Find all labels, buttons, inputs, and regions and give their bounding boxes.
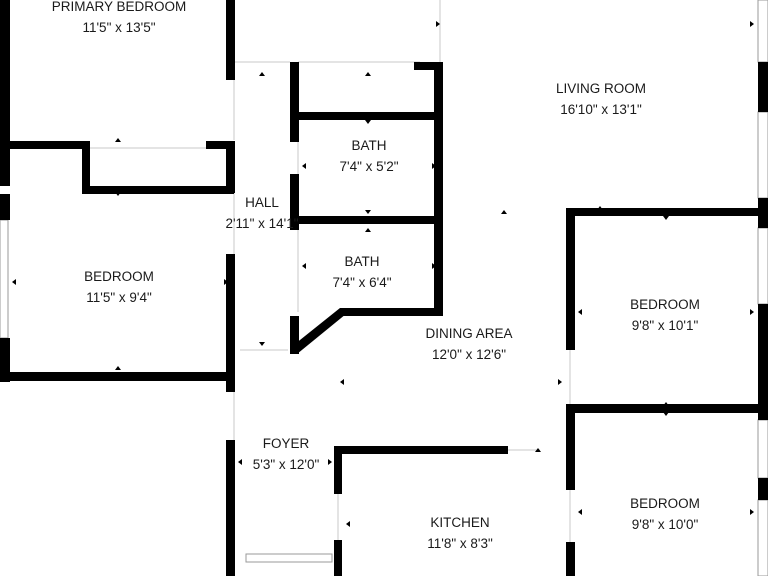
room-dims: 7'4" x 6'4" bbox=[332, 275, 391, 290]
room-hall: HALL 2'11" x 14'1" bbox=[225, 195, 298, 231]
room-bath-1: BATH 7'4" x 5'2" bbox=[339, 138, 398, 174]
room-name: BEDROOM bbox=[630, 496, 700, 511]
room-living-room: LIVING ROOM 16'10" x 13'1" bbox=[556, 81, 646, 117]
room-dims: 7'4" x 5'2" bbox=[339, 159, 398, 174]
room-foyer: FOYER 5'3" x 12'0" bbox=[253, 436, 320, 472]
room-name: HALL bbox=[245, 195, 279, 210]
room-kitchen: KITCHEN 11'8" x 8'3" bbox=[427, 515, 493, 551]
room-bedroom-right-upper: BEDROOM 9'8" x 10'1" bbox=[630, 297, 700, 333]
room-primary-bedroom: PRIMARY BEDROOM 11'5" x 13'5" bbox=[52, 0, 187, 35]
room-bedroom-left: BEDROOM 11'5" x 9'4" bbox=[84, 269, 154, 305]
room-dims: 11'8" x 8'3" bbox=[427, 536, 493, 551]
room-dims: 16'10" x 13'1" bbox=[560, 102, 642, 117]
window-foyer bbox=[245, 553, 333, 563]
room-name: BEDROOM bbox=[630, 297, 700, 312]
window-left bbox=[0, 219, 9, 339]
window-right-bottom bbox=[757, 499, 768, 576]
room-dims: 9'8" x 10'1" bbox=[632, 318, 699, 333]
room-name: KITCHEN bbox=[430, 515, 489, 530]
room-name: BEDROOM bbox=[84, 269, 154, 284]
room-dims: 9'8" x 10'0" bbox=[632, 517, 699, 532]
room-name: LIVING ROOM bbox=[556, 81, 646, 96]
room-name: BATH bbox=[344, 254, 379, 269]
room-name: FOYER bbox=[263, 436, 310, 451]
window-right-top bbox=[757, 0, 768, 63]
room-dims: 11'5" x 13'5" bbox=[82, 20, 155, 35]
room-name: PRIMARY BEDROOM bbox=[52, 0, 187, 14]
window-right-mid bbox=[757, 111, 768, 199]
room-dims: 12'0" x 12'6" bbox=[432, 347, 506, 362]
room-dims: 2'11" x 14'1" bbox=[225, 216, 298, 231]
measurement-ticks bbox=[12, 21, 754, 527]
room-dims: 11'5" x 9'4" bbox=[86, 290, 152, 305]
room-name: DINING AREA bbox=[425, 326, 512, 341]
window-right-lower-bedroom bbox=[757, 419, 768, 479]
room-name: BATH bbox=[351, 138, 386, 153]
room-dining-area: DINING AREA 12'0" x 12'6" bbox=[425, 326, 512, 362]
window-right-upper-bedroom bbox=[757, 227, 768, 305]
room-bath-2: BATH 7'4" x 6'4" bbox=[332, 254, 391, 290]
room-dims: 5'3" x 12'0" bbox=[253, 457, 320, 472]
room-bedroom-right-lower: BEDROOM 9'8" x 10'0" bbox=[630, 496, 700, 532]
